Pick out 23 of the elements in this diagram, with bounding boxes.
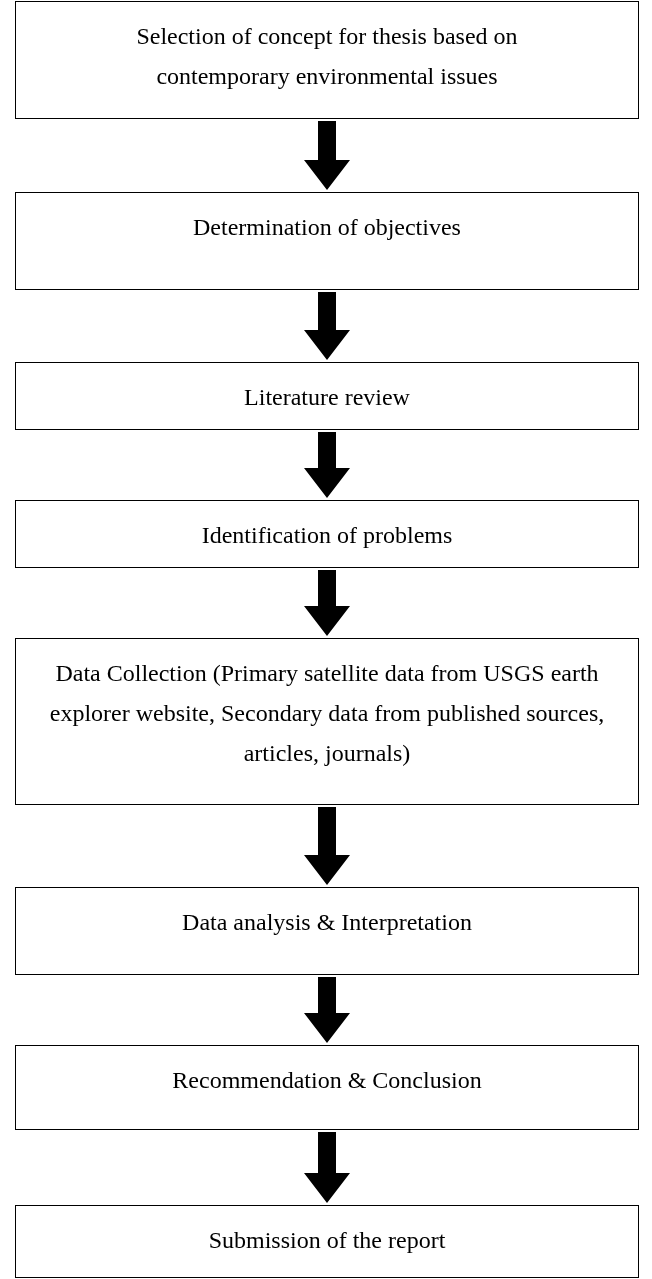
arrow (304, 570, 350, 636)
step-text: Identification of problems (201, 521, 453, 550)
step-text: Recommendation & Conclusion (172, 1066, 482, 1095)
arrow (304, 977, 350, 1043)
arrow (304, 292, 350, 360)
step-text: Selection of concept for thesis based on contemporary environmental issues (135, 22, 519, 91)
process-box (15, 638, 639, 805)
arrow (304, 1132, 350, 1203)
step-text: Submission of the report (208, 1226, 446, 1255)
process-box (15, 1, 639, 119)
arrow (304, 432, 350, 498)
step-text: Data analysis & Interpretation (182, 908, 472, 937)
process-box (15, 500, 639, 568)
step-text: Determination of objectives (193, 213, 461, 242)
process-box (15, 887, 639, 975)
process-box (15, 1045, 639, 1130)
step-text: Literature review (244, 383, 410, 412)
arrow (304, 121, 350, 190)
process-box (15, 1205, 639, 1278)
process-box (15, 192, 639, 290)
arrow (304, 807, 350, 885)
step-text: Data Collection (Primary satellite data from USGS earth explorer website, Secondary data from published sources, articles, journals) (48, 659, 606, 768)
process-box (15, 362, 639, 430)
